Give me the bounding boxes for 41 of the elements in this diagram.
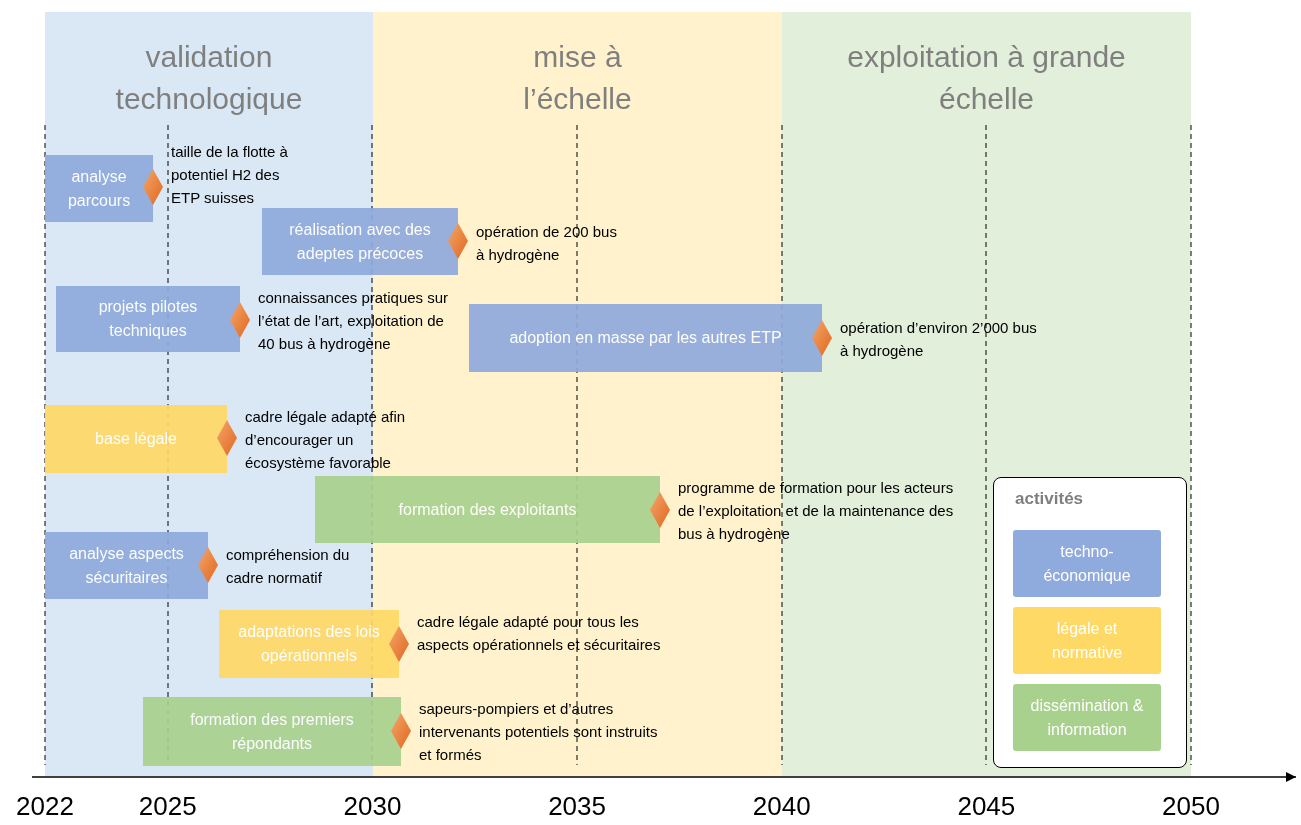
activity-bar bbox=[219, 610, 399, 678]
activity-label: formation des premiers répondants bbox=[189, 709, 355, 754]
activity-bar bbox=[143, 697, 401, 766]
phase-title: exploitation à grande échelle bbox=[846, 39, 1127, 117]
milestone-text: opération de 200 bus à hydrogène bbox=[476, 222, 618, 265]
milestone-text: connaissances pratiques sur l’état de l’art, exploitation de 40 bus à hydrogène bbox=[258, 288, 450, 354]
phase-title: validation technologique bbox=[114, 39, 304, 117]
milestone-text: sapeurs-pompiers et d’autres intervenants potentiels sont instruits et formés bbox=[419, 699, 659, 765]
activity-label: analyse parcours bbox=[66, 166, 132, 211]
milestone-text: programme de formation pour les acteurs de l’exploitation et de la maintenance des bus à hydrogène bbox=[678, 478, 955, 544]
activity-label: projets pilotes techniques bbox=[97, 297, 199, 341]
legend-swatch: légale et normative bbox=[1013, 607, 1161, 674]
activity-bar bbox=[56, 286, 240, 352]
activity-label: adaptations des lois opérationnels bbox=[237, 622, 381, 666]
activity-bar bbox=[469, 304, 822, 372]
activity-bar bbox=[45, 532, 208, 599]
activity-label: analyse aspects sécuritaires bbox=[68, 543, 185, 588]
milestone-text: cadre légale adapté afin d’encourager un écosystème favorable bbox=[245, 407, 407, 473]
activity-label: adoption en masse par les autres ETP bbox=[509, 328, 782, 348]
activity-bar bbox=[45, 155, 153, 222]
phase-title: mise à l’échelle bbox=[522, 39, 633, 117]
activity-label: formation des exploitants bbox=[398, 499, 577, 520]
legend-swatch: techno-économique bbox=[1013, 530, 1161, 597]
milestone-text: taille de la flotte à potentiel H2 des ETP suisses bbox=[171, 142, 289, 208]
milestone-text: cadre légale adapté pour tous les aspects opérationnels et sécuritaires bbox=[417, 612, 662, 655]
milestone-text: compréhension du cadre normatif bbox=[226, 545, 351, 588]
year-label: 2040 bbox=[751, 790, 812, 822]
legend-swatch: dissémination & information bbox=[1013, 684, 1161, 751]
legend-title: activités bbox=[1015, 489, 1084, 509]
year-label: 2025 bbox=[137, 790, 198, 822]
activity-bar bbox=[262, 208, 458, 275]
milestone-text: opération d’environ 2’000 bus à hydrogène bbox=[840, 318, 1038, 361]
year-label: 2050 bbox=[1161, 790, 1221, 822]
year-label: 2035 bbox=[547, 790, 607, 822]
year-label: 2030 bbox=[342, 790, 403, 822]
activity-label: base légale bbox=[95, 429, 177, 449]
activity-label: réalisation avec des adeptes précoces bbox=[288, 219, 432, 264]
activity-bar bbox=[45, 405, 227, 473]
year-label: 2045 bbox=[956, 790, 1017, 822]
year-label: 2022 bbox=[15, 790, 75, 822]
activity-bar bbox=[315, 476, 660, 543]
